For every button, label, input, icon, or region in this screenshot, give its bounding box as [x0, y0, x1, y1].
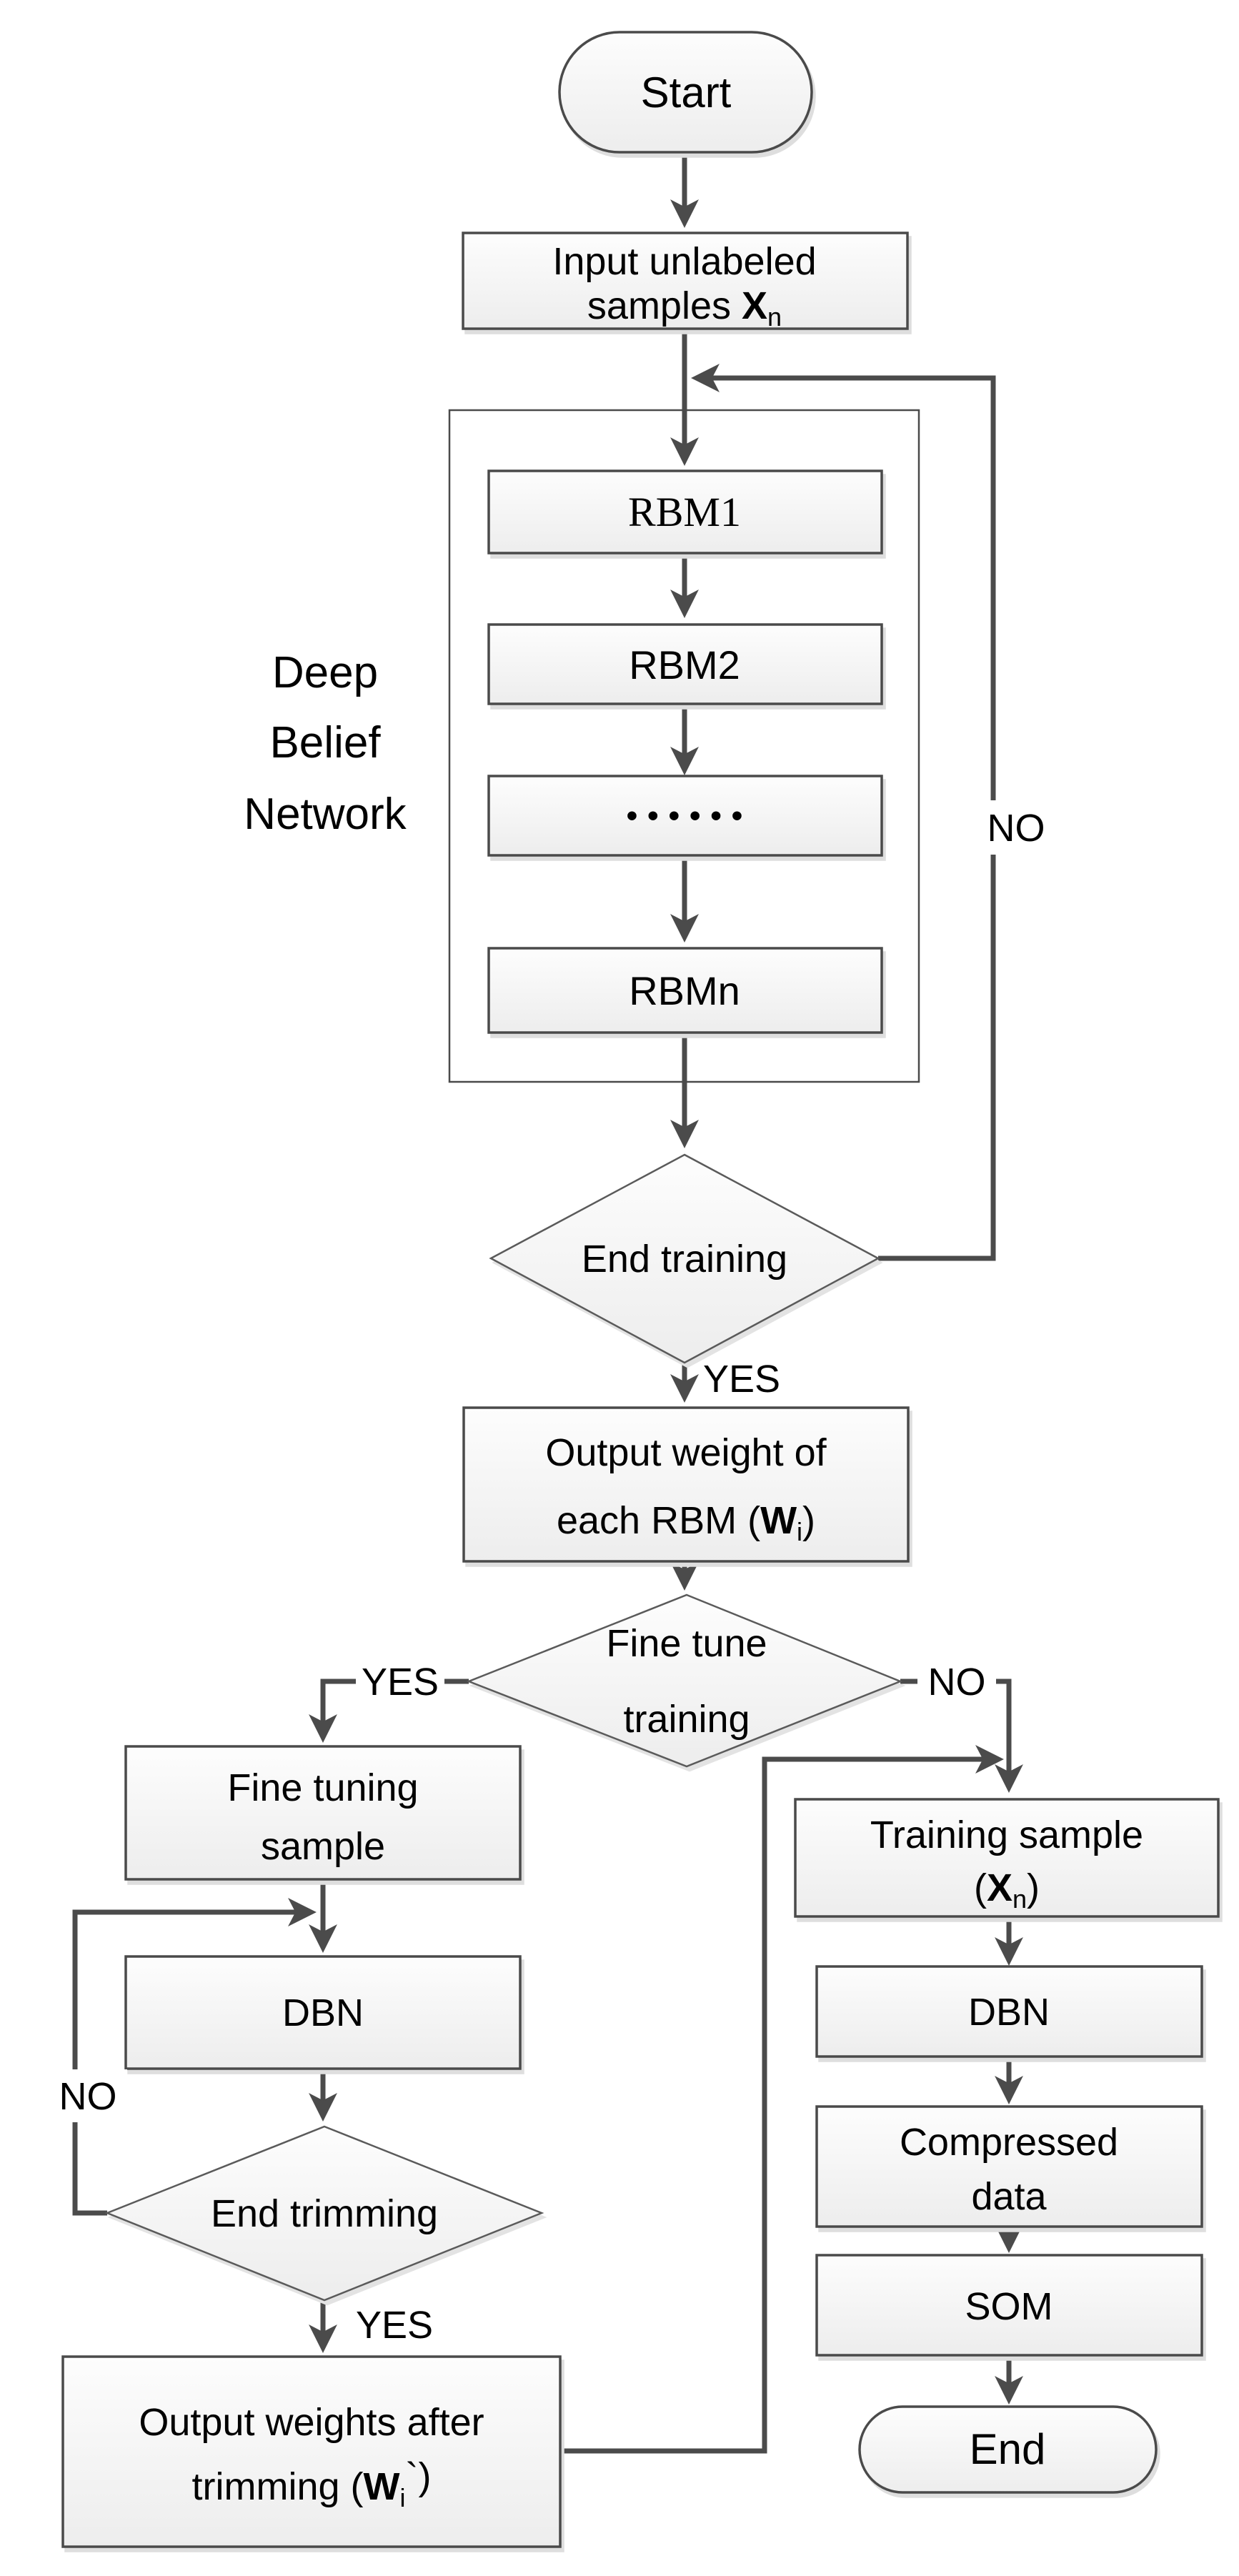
yes-label-backer-finetune	[356, 1655, 444, 1708]
start-label: Start	[641, 69, 732, 116]
edge-end-trimming-no-return	[72, 1898, 317, 2216]
dbn-left-label: DBN	[282, 1991, 364, 2034]
fine-tune-line1: Fine tune	[606, 1622, 767, 1665]
end-trimming-label: End trimming	[211, 2192, 438, 2235]
dbn-group-label-line1: Deep	[272, 648, 378, 697]
fine-tuning-sample-line1: Fine tuning	[227, 1766, 418, 1809]
end-trimming-yes-label: YES	[356, 2304, 433, 2347]
edge-trimmed-weights-feedback	[560, 1745, 1004, 2454]
output-weight-line1: Output weight of	[545, 1431, 827, 1474]
input-samples-line2: samples Xn	[587, 284, 782, 332]
rbm2-label: RBM2	[629, 642, 740, 687]
rbm1-box	[487, 469, 883, 555]
end-training-label: End training	[582, 1238, 787, 1280]
compressed-data-line1: Compressed	[900, 2121, 1118, 2164]
input-samples-line1: Input unlabeled	[552, 240, 816, 283]
dbn-group-label-line2: Belief	[269, 718, 381, 767]
dbn-left-box	[124, 1955, 522, 2070]
end-trimming-diamond	[104, 2125, 544, 2302]
training-sample-line2: (Xn)	[974, 1866, 1040, 1914]
output-weights-trimmed-line2: trimming (Wi`)	[192, 2455, 432, 2512]
output-weights-trimmed-line1: Output weights after	[139, 2401, 484, 2444]
compressed-data-box	[815, 2105, 1203, 2228]
fine-tune-no-label: NO	[928, 1661, 986, 1704]
fine-tuning-sample-line2: sample	[261, 1825, 385, 1868]
training-sample-box	[794, 1798, 1220, 1918]
no-label-backer-top	[980, 800, 1052, 855]
end-training-no-label: NO	[987, 807, 1045, 850]
rbm2-box	[487, 623, 883, 705]
end-training-yes-label: YES	[703, 1358, 780, 1401]
input-samples-box	[462, 232, 909, 330]
rbm1-label: RBM1	[628, 489, 741, 535]
fine-tune-line2: training	[623, 1698, 750, 1741]
som-box	[815, 2254, 1203, 2357]
dbn-right-label: DBN	[968, 1991, 1050, 2034]
rbmn-box	[487, 947, 883, 1034]
output-weight-box	[462, 1406, 910, 1563]
som-label: SOM	[965, 2285, 1053, 2328]
end-terminal	[858, 2405, 1158, 2494]
end-trimming-no-label: NO	[59, 2075, 117, 2118]
dbn-group-container	[448, 409, 920, 1083]
output-weights-trimmed-box	[61, 2355, 562, 2548]
no-label-backer-trimming	[49, 2069, 127, 2122]
fine-tune-diamond	[466, 1593, 903, 1768]
training-sample-line1: Training sample	[870, 1814, 1143, 1856]
no-label-backer-finetune	[917, 1655, 996, 1708]
dbn-right-box	[815, 1965, 1203, 2058]
rbm-dots-label: ••••••	[627, 798, 752, 833]
compressed-data-line2: data	[971, 2175, 1047, 2218]
end-label: End	[970, 2425, 1046, 2473]
end-training-diamond	[489, 1153, 880, 1364]
dbn-group-label-line3: Network	[244, 790, 407, 839]
rbmn-label: RBMn	[629, 968, 740, 1013]
start-terminal	[558, 31, 813, 154]
fine-tune-yes-label: YES	[362, 1661, 439, 1704]
rbm-dots-box	[487, 775, 883, 857]
output-weight-line2: each RBM (Wi)	[557, 1499, 815, 1546]
fine-tuning-sample-box	[124, 1745, 522, 1881]
